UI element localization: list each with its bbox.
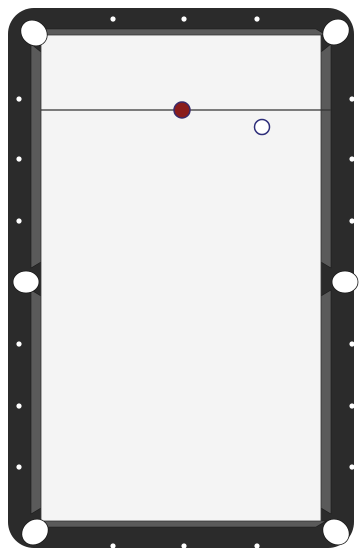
- diamond: [16, 156, 21, 161]
- diamond: [349, 156, 354, 161]
- cushion-bottom: [36, 521, 326, 527]
- diamond: [16, 403, 21, 408]
- diamond: [16, 464, 21, 469]
- cushion-right-upper: [321, 44, 331, 268]
- diamond: [16, 218, 21, 223]
- diamond: [349, 403, 354, 408]
- cushion-left-lower: [31, 290, 41, 514]
- diamond: [349, 464, 354, 469]
- diamond: [181, 543, 186, 548]
- cushion-right-lower: [321, 290, 331, 514]
- diamond: [254, 543, 259, 548]
- diamond: [16, 96, 21, 101]
- diamond: [110, 16, 115, 21]
- pocket-middle-left: [13, 271, 39, 293]
- object-ball[interactable]: [174, 102, 190, 118]
- diamond: [181, 16, 186, 21]
- diamond: [349, 96, 354, 101]
- diamond: [16, 341, 21, 346]
- cushion-left-upper: [31, 44, 41, 268]
- cushion-top: [36, 29, 326, 35]
- diamond: [110, 543, 115, 548]
- diamond: [349, 218, 354, 223]
- cue-ghost-ball[interactable]: [255, 120, 270, 135]
- diamond: [349, 341, 354, 346]
- diamond: [254, 16, 259, 21]
- pocket-middle-right: [332, 271, 358, 293]
